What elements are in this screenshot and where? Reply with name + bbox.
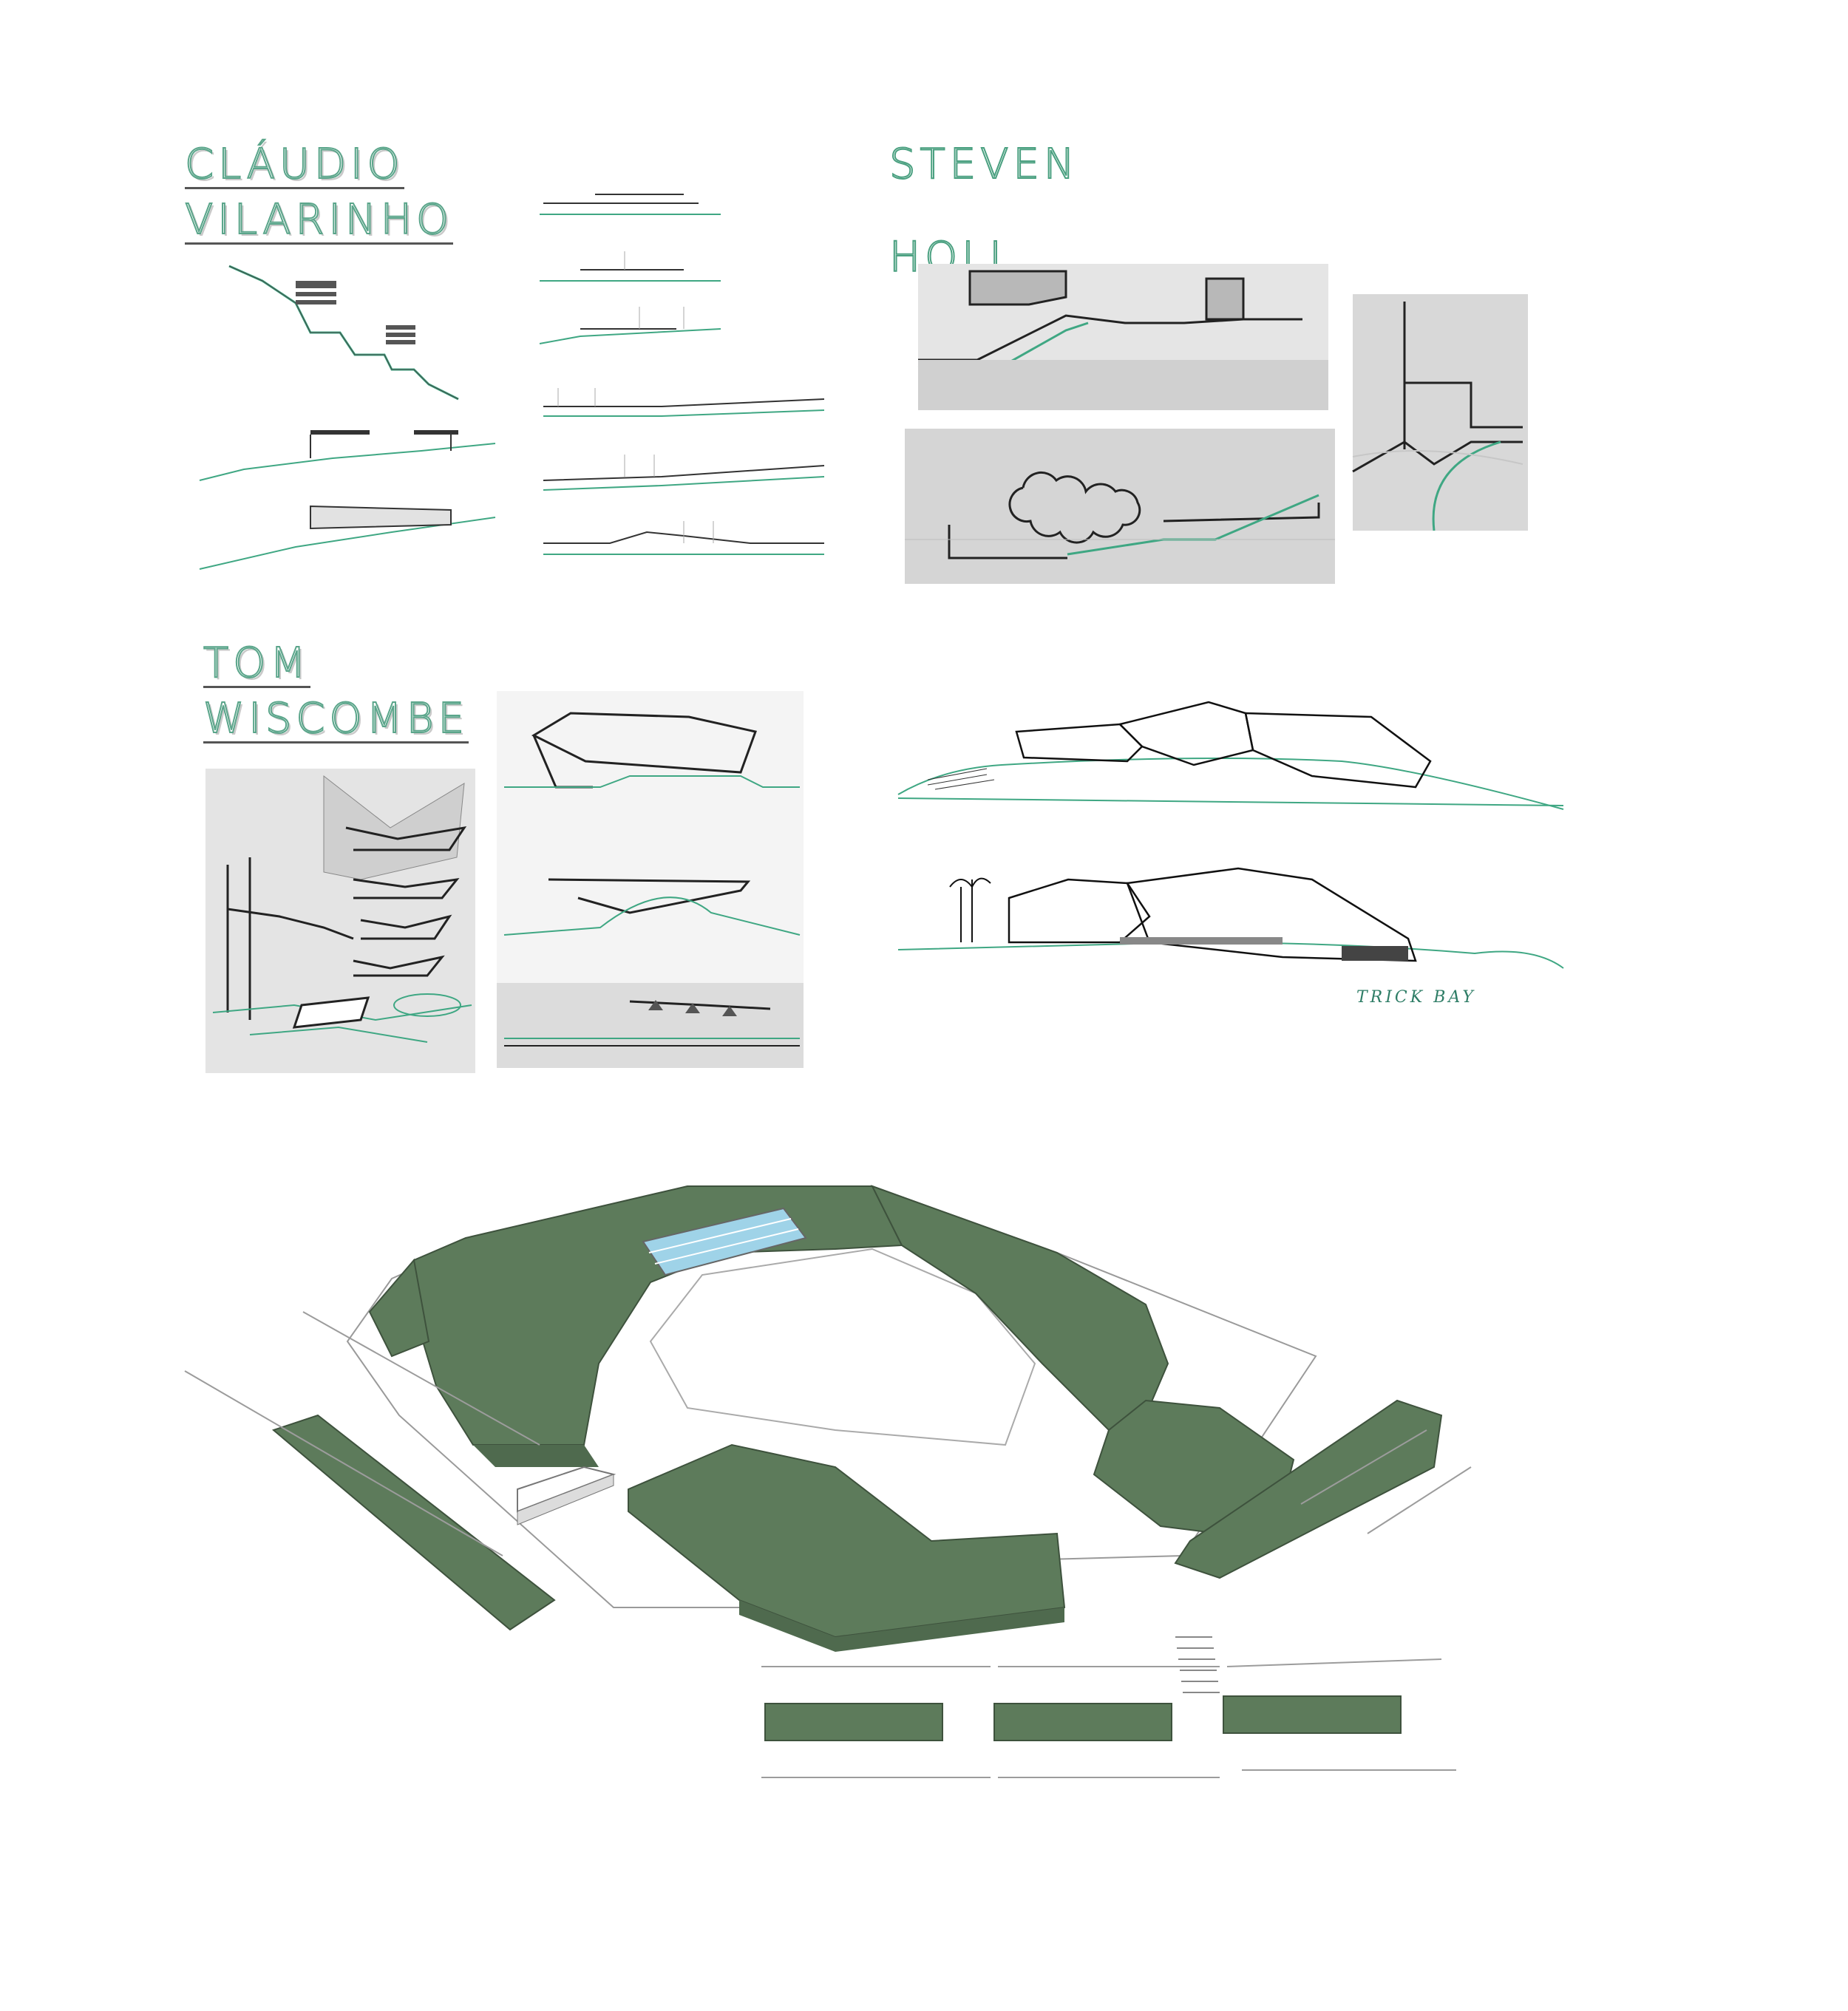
holl-section-bottom xyxy=(905,471,1335,559)
wiscombe-title-line-2: WISCOMBE xyxy=(203,695,469,744)
site-axonometric xyxy=(184,1185,1472,1778)
sketch-signature: TRICK BAY xyxy=(1356,988,1476,1007)
holl-panel-side xyxy=(1353,294,1528,531)
sketch-elevation-1 xyxy=(897,701,1564,810)
wiscombe-perspective-section xyxy=(212,775,472,1043)
holl-section-top xyxy=(917,270,1328,410)
holl-section-side xyxy=(1352,302,1523,531)
sketch-elevation-2 xyxy=(897,867,1564,969)
vilarinho-title-line-1: CLÁUDIO xyxy=(184,140,404,189)
wiscombe-sections xyxy=(497,712,804,1068)
vilarinho-title: CLÁUDIO VILARINHO xyxy=(184,140,454,255)
wiscombe-title: TOM WISCOMBE xyxy=(203,639,469,754)
holl-title: STEVEN HOLL xyxy=(889,140,1079,289)
vilarinho-stepped-section xyxy=(228,265,459,401)
vilarinho-sections-column xyxy=(539,194,825,555)
holl-title-line-1: STEVEN xyxy=(889,140,1079,188)
wiscombe-title-line-1: TOM xyxy=(203,639,310,688)
vilarinho-section-2 xyxy=(199,430,496,481)
vilarinho-section-3 xyxy=(199,505,496,570)
vilarinho-title-line-2: VILARINHO xyxy=(184,196,454,245)
